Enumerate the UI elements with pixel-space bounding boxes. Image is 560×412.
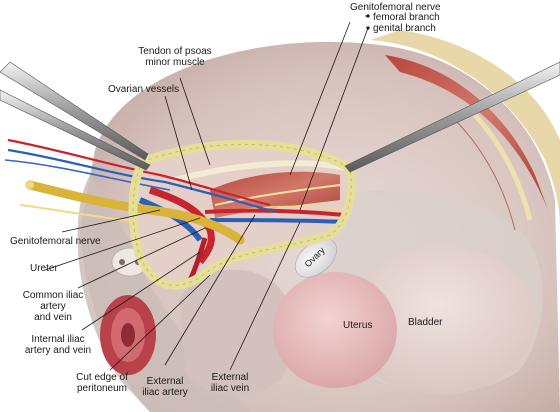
forceps-right [344, 61, 560, 173]
genitofemoral-nerve-trunk [19, 204, 141, 223]
psoas-tendon [174, 160, 346, 183]
label-genital-branch: genital branch [373, 23, 436, 34]
label-common-iliac: Common iliac artery and vein [22, 290, 84, 323]
label-external-iliac-vein: External iliac vein [210, 372, 250, 394]
label-cut-edge-peritoneum: Cut edge of peritoneum [76, 372, 128, 394]
bowel [100, 295, 156, 375]
label-external-iliac-artery: External iliac artery [142, 376, 188, 398]
label-ureter: Ureter [30, 263, 58, 274]
ureter [25, 180, 245, 245]
bladder [345, 245, 535, 395]
forceps-left [0, 61, 151, 171]
label-uterus: Uterus [343, 320, 373, 331]
ovarian-vein-2 [4, 159, 171, 191]
label-femoral-branch: femoral branch [373, 12, 440, 23]
label-genitofemoral-nerve-left: Genitofemoral nerve [10, 236, 101, 247]
common-iliac-artery [148, 186, 215, 265]
ovary [294, 238, 338, 278]
label-bladder: Bladder [408, 317, 443, 328]
genitofemoral-nerve-femoral-branch [214, 184, 341, 206]
ovarian-artery [7, 138, 271, 207]
ovarian-vein [7, 148, 276, 214]
leader-lines [44, 15, 369, 371]
uterus [273, 272, 397, 388]
abdominal-wall-muscle [370, 30, 560, 231]
label-genitofemoral-nerve-top: Genitofemoral nerve [350, 2, 441, 13]
external-iliac-vein [209, 218, 346, 224]
psoas-muscle [210, 171, 340, 218]
label-ovarian-vessels: Ovarian vessels [108, 84, 180, 95]
label-internal-iliac: Internal iliac artery and vein [24, 334, 92, 356]
label-tendon-psoas: Tendon of psoas minor muscle [138, 46, 212, 68]
